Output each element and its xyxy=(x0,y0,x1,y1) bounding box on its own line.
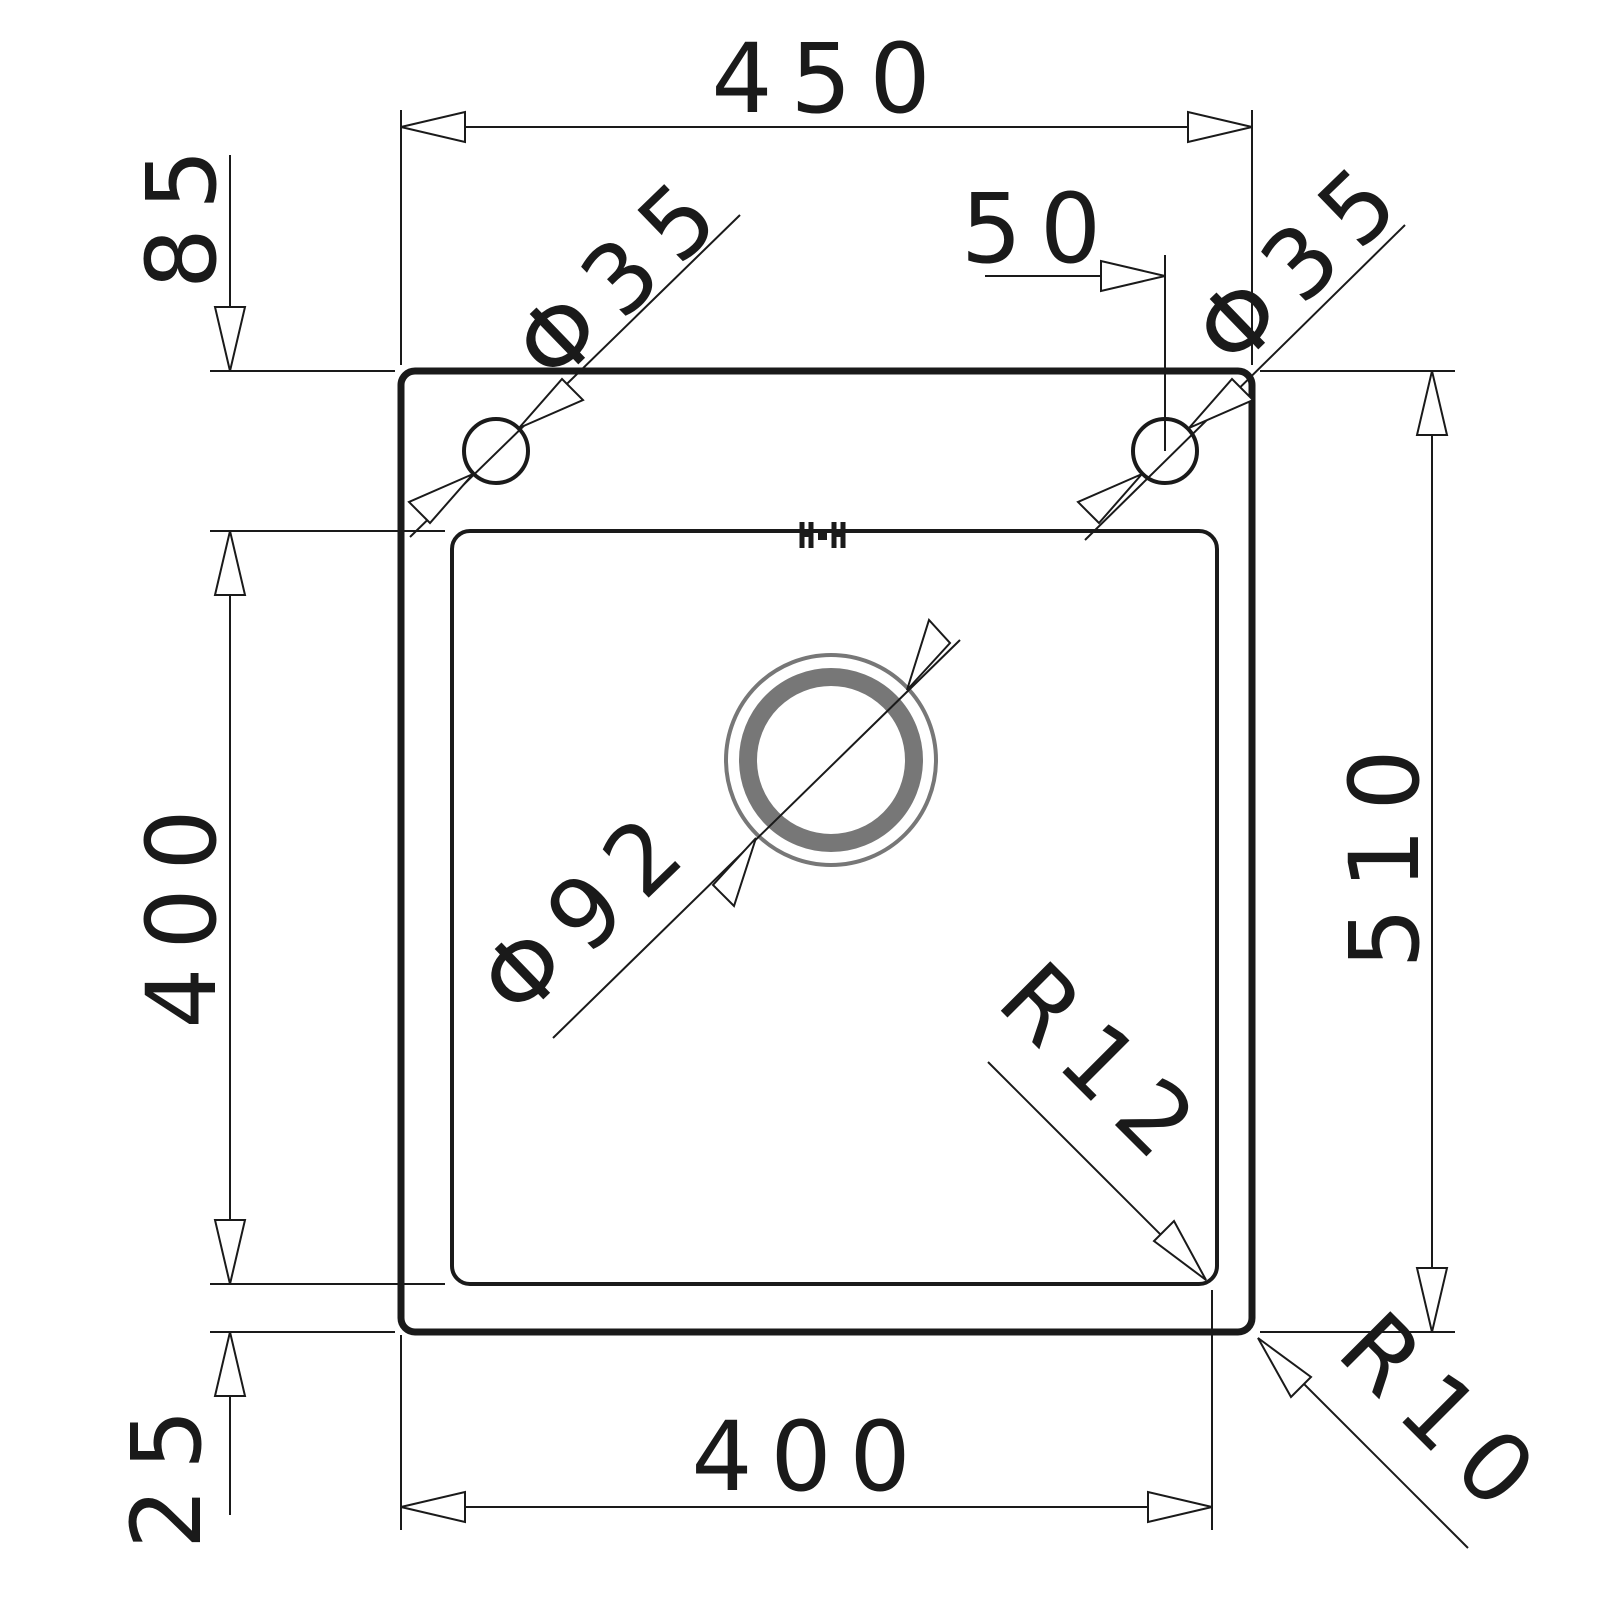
dim-tap-hole-right xyxy=(1076,224,1406,541)
dim-overall-width xyxy=(400,110,1253,365)
sink-outer-outline xyxy=(397,367,1256,1336)
dim-overall-depth xyxy=(1260,370,1455,1333)
dim-hole-offset xyxy=(985,255,1166,451)
label-tap-hole-left: Φ35 xyxy=(493,149,752,404)
label-bowl-width: 400 xyxy=(691,1401,928,1513)
dim-bowl-width xyxy=(400,1290,1213,1530)
dim-left-verticals xyxy=(210,155,445,1515)
label-tap-hole-right: Φ35 xyxy=(1173,134,1432,389)
label-bottom-margin: 25 xyxy=(111,1391,223,1549)
tap-hole-left xyxy=(462,417,530,485)
drain-icon xyxy=(724,653,938,867)
overflow-slot-icon xyxy=(799,522,846,548)
label-overall-width: 450 xyxy=(711,23,948,135)
dim-tap-hole-left xyxy=(407,214,741,538)
label-drain: Φ92 xyxy=(458,784,717,1039)
label-bowl-radius: R12 xyxy=(978,941,1229,1192)
label-overall-depth: 510 xyxy=(1329,731,1441,968)
label-outer-radius: R10 xyxy=(1318,1291,1569,1542)
dim-bowl-radius xyxy=(987,1061,1207,1281)
label-bowl-depth: 400 xyxy=(126,791,238,1028)
dim-outer-radius xyxy=(1257,1337,1469,1549)
label-hole-offset: 50 xyxy=(961,173,1119,285)
dim-drain xyxy=(552,618,961,1039)
label-top-margin: 85 xyxy=(126,131,238,289)
